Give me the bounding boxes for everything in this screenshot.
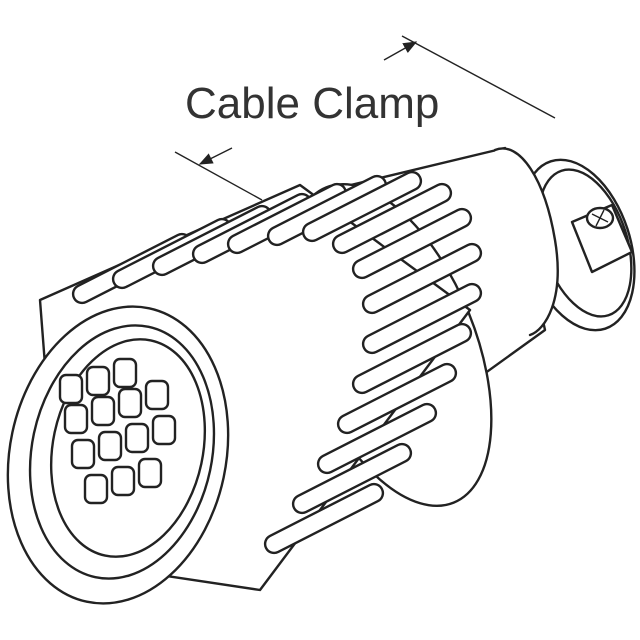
dimension-line-right — [383, 35, 556, 119]
knurl-rib — [316, 402, 438, 475]
knurl-rib — [331, 182, 453, 255]
clamp-screw — [570, 203, 634, 274]
contact-pin — [112, 357, 138, 389]
contact-pin — [63, 403, 89, 435]
contact-pin — [58, 373, 84, 405]
contact-pins — [58, 357, 177, 505]
knurl-rib — [336, 362, 458, 435]
contact-pin — [90, 395, 116, 427]
knurl-rib — [263, 482, 385, 555]
knurl-rib — [361, 242, 483, 315]
knurl-rib — [301, 170, 423, 243]
contact-pin — [70, 438, 96, 470]
knurl-ribs — [71, 170, 483, 555]
knurl-rib — [351, 207, 473, 280]
knurl-rib — [361, 282, 483, 355]
knurl-rib — [351, 322, 473, 395]
cable-clamp-label: Cable Clamp — [185, 79, 439, 128]
contact-pin — [97, 430, 123, 462]
contact-pin — [144, 379, 170, 411]
contact-pin — [110, 465, 136, 497]
contact-pin — [151, 414, 177, 446]
knurl-rib — [291, 442, 413, 515]
contact-pin — [83, 473, 109, 505]
contact-pin — [137, 457, 163, 489]
contact-pin — [117, 387, 143, 419]
dimension-line-left — [174, 147, 263, 201]
contact-pin — [85, 365, 111, 397]
contact-pin — [124, 422, 150, 454]
